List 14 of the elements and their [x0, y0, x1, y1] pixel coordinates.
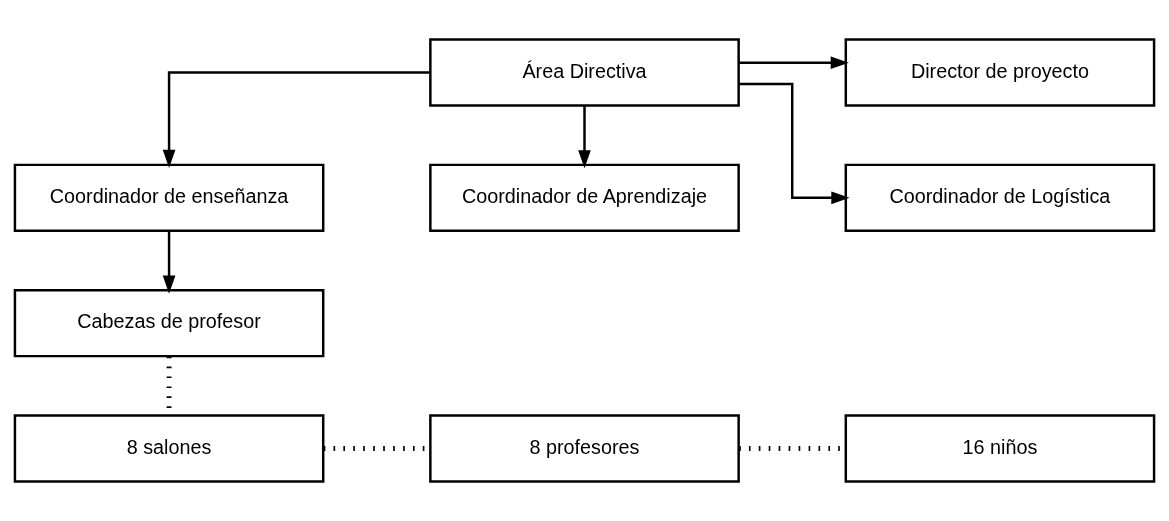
- node-box: 8 salones: [13, 414, 325, 483]
- node-box: Coordinador de enseñanza: [13, 163, 325, 233]
- node-box: 8 profesores: [429, 414, 740, 483]
- node-box: Coordinador de Logística: [844, 163, 1156, 233]
- arrow: [738, 82, 850, 205]
- arrow: [578, 106, 591, 169]
- node-box: 16 niños: [844, 414, 1156, 483]
- arrow: [162, 71, 430, 168]
- node-box: Cabezas de profesor: [13, 288, 325, 358]
- arrow: [739, 56, 849, 70]
- node-box: Director de proyecto: [844, 38, 1156, 107]
- node-box: Coordinador de Aprendizaje: [429, 163, 740, 233]
- arrow: [162, 231, 176, 294]
- node-box: Área Directiva: [429, 38, 740, 107]
